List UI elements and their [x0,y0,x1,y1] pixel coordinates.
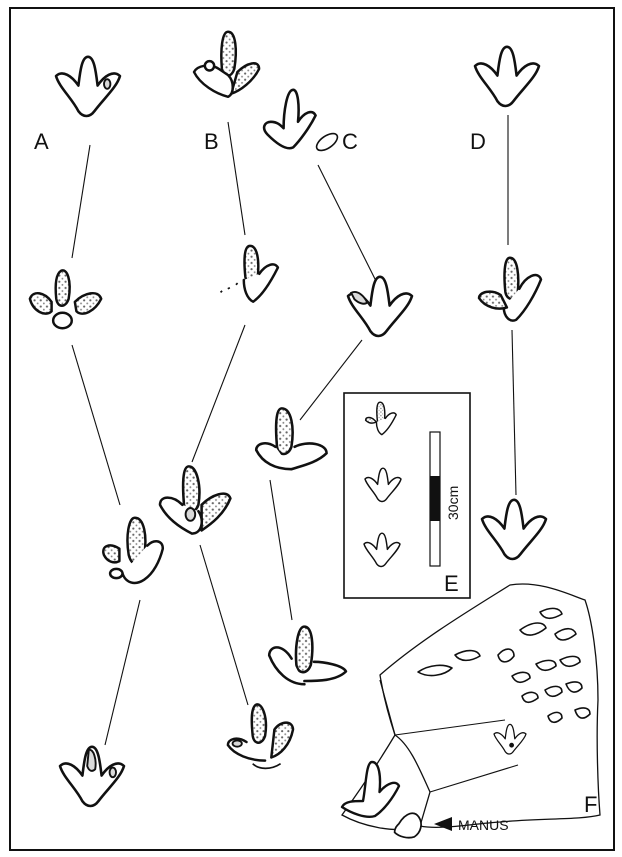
footprint [54,55,122,118]
footprint [219,244,280,303]
manus-label: MANUS [458,817,509,833]
footprint [226,703,295,770]
footprint [473,45,541,108]
scale-bar-label: 30cm [445,486,461,520]
inset-e-frame [343,392,471,599]
scale-bar-segment [430,476,440,521]
footprint [102,516,165,585]
trackway-c [254,88,414,686]
footprint [477,256,543,322]
label-a: A [34,129,49,154]
footprint [267,625,348,686]
footprint [346,275,414,338]
footprint [364,401,397,436]
label-c: C [342,129,358,154]
inset-e: 30cm [343,392,471,599]
label-e: E [444,571,459,596]
trackway-b [158,30,295,770]
toe-impression [315,132,339,152]
manus-arrow-icon [434,817,452,831]
projection-line [429,764,519,793]
footprint [262,88,317,150]
footprint [192,30,261,99]
footprint [254,407,328,471]
footprint [158,465,232,535]
figure-border [9,7,615,851]
footprint [493,723,527,755]
label-d: D [470,129,486,154]
trackway-lines [71,115,517,746]
trackway-a [28,55,165,808]
projection-line [394,719,506,736]
label-b: B [204,129,219,154]
slab-track-marks [417,607,591,724]
trackway-d [473,45,548,561]
footprint [480,498,548,561]
label-f: F [584,792,597,817]
footprint [340,760,401,818]
footprint [58,745,126,808]
manus-print [393,812,422,839]
slab-f: MANUS [340,583,601,839]
footprint [28,269,103,330]
